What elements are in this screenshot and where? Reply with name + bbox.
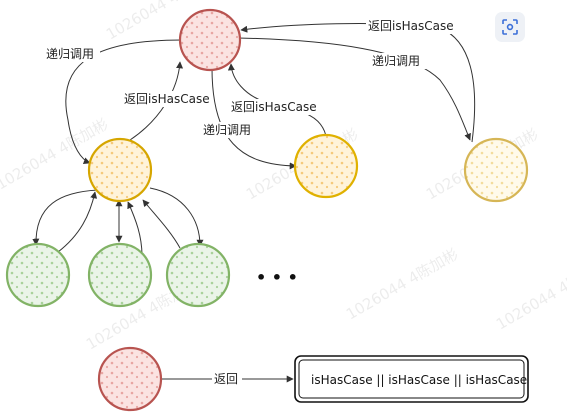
ellipsis: • • • <box>256 268 298 287</box>
label-return-middle: 返回isHasCase <box>231 100 317 114</box>
scan-icon <box>502 19 518 35</box>
root-node <box>178 8 242 72</box>
label-return-left: 返回isHasCase <box>124 92 210 106</box>
labels: 递归调用 返回isHasCase 返回isHasCase 递归调用 返回isHa… <box>44 18 454 387</box>
watermark: 1026044 4陈加彬 <box>493 255 567 334</box>
label-recurse-middle: 递归调用 <box>203 123 251 137</box>
arrow-leaf3-to-left <box>142 199 181 249</box>
legend-node <box>97 346 163 412</box>
arrow-leaf2-to-left <box>127 201 143 257</box>
child-node-middle <box>293 133 359 199</box>
arrow-right-to-root <box>240 23 476 143</box>
child-node-right <box>463 137 529 203</box>
child-node-left <box>87 137 153 203</box>
arrow-root-to-middle <box>211 67 297 170</box>
leaf-node-3 <box>165 242 231 308</box>
legend-result-box: isHasCase || isHasCase || isHasCase <box>294 355 529 403</box>
label-recurse-left: 递归调用 <box>46 47 94 61</box>
label-return-right: 返回isHasCase <box>368 19 454 33</box>
scan-button[interactable] <box>495 12 525 42</box>
watermark: 1026044 4陈加彬 <box>343 245 461 324</box>
legend-return-label: 返回 <box>214 372 238 386</box>
arrow-leaf1-to-left <box>57 191 98 253</box>
leaf-node-1 <box>5 242 71 308</box>
arrow-left-to-leaf1 <box>32 189 99 246</box>
label-recurse-right: 递归调用 <box>372 54 420 68</box>
nodes <box>5 8 529 412</box>
arrow-root-to-left <box>65 39 183 165</box>
legend-result-text: isHasCase || isHasCase || isHasCase <box>311 373 527 387</box>
arrow-root-to-right <box>237 37 471 141</box>
arrow-left-to-leaf3 <box>149 187 204 247</box>
leaf-node-2 <box>87 242 153 308</box>
